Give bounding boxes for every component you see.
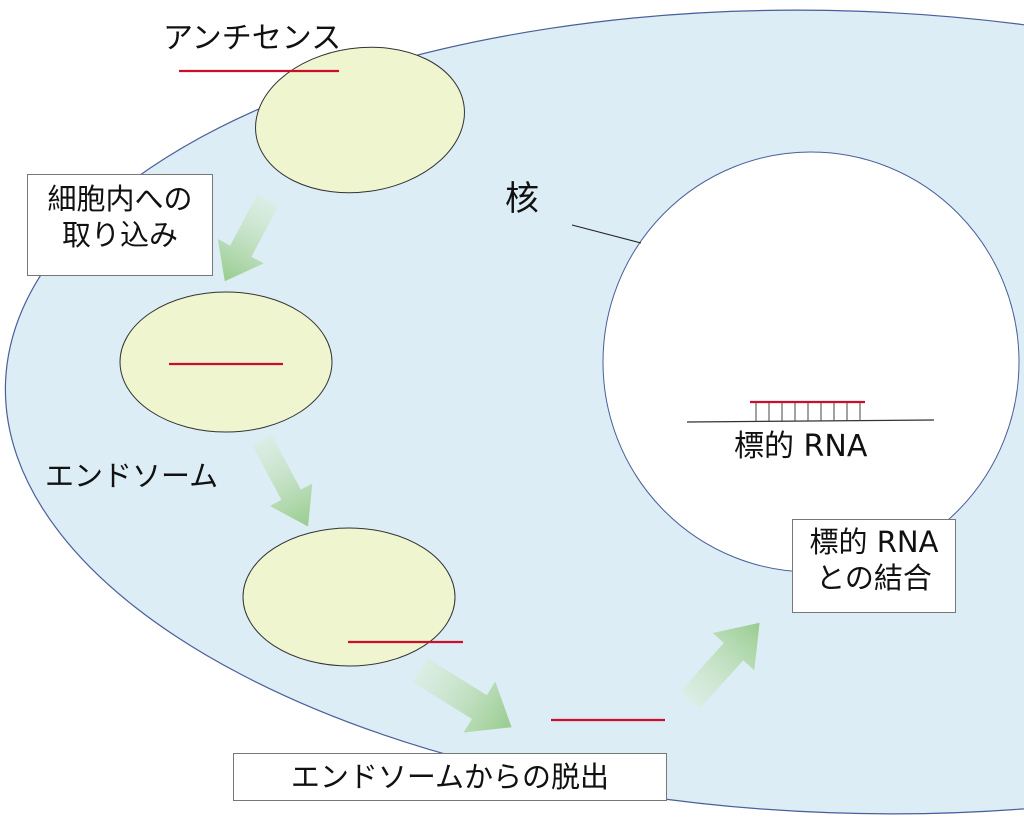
nucleus bbox=[602, 151, 1020, 573]
antisense-label: アンチセンス bbox=[163, 21, 342, 56]
binding-step-label: 標的 RNA との結合 bbox=[792, 519, 956, 613]
binding-step-line2: との結合 bbox=[816, 561, 932, 596]
target-rna-label: 標的 RNA bbox=[734, 429, 868, 464]
arrow-uptake bbox=[217, 194, 279, 282]
escape-step-label: エンドソームからの脱出 bbox=[233, 753, 667, 801]
nucleus-label: 核 bbox=[505, 179, 539, 219]
endosome-internal bbox=[119, 291, 333, 433]
nucleus-leader-line bbox=[571, 224, 642, 244]
uptake-step-line1: 細胞内への bbox=[47, 182, 193, 216]
endosome-late bbox=[242, 527, 456, 667]
uptake-step-label: 細胞内への 取り込み bbox=[27, 174, 213, 276]
base-pair-ticks bbox=[755, 403, 861, 421]
uptake-step-line2: 取り込み bbox=[61, 218, 178, 253]
arrow-endosome-maturation bbox=[252, 434, 313, 527]
target-rna-strand bbox=[686, 419, 935, 423]
arrow-escape bbox=[412, 658, 512, 733]
endosome-label: エンドソーム bbox=[45, 459, 219, 493]
endosome-entering bbox=[255, 46, 465, 194]
arrow-to-nucleus bbox=[680, 622, 760, 709]
binding-step-line1: 標的 RNA bbox=[809, 525, 939, 559]
